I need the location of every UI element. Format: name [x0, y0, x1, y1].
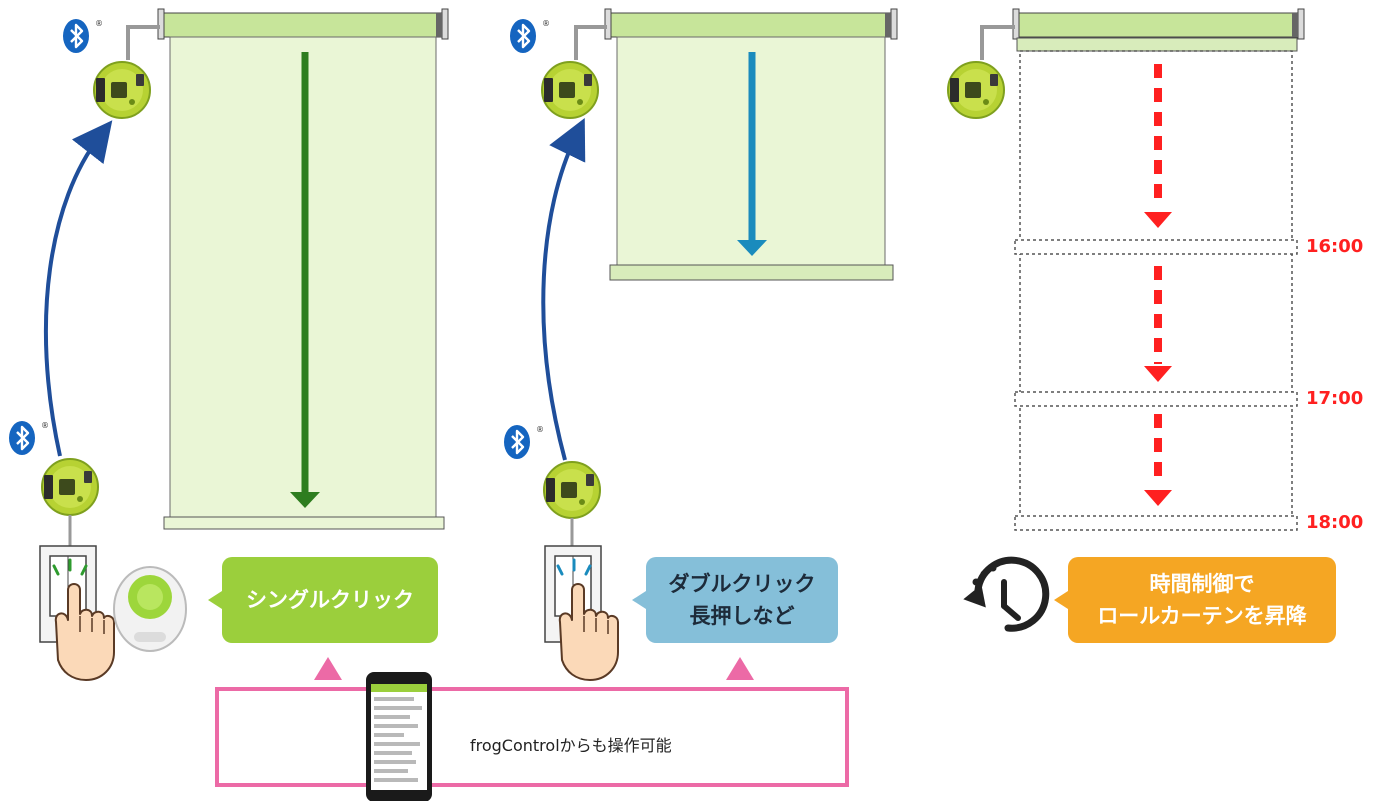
panel-timer	[947, 8, 1305, 632]
curtain-stop-18	[1014, 515, 1298, 531]
time-label-17: 17:00	[1306, 388, 1364, 409]
app-note-frame	[215, 657, 849, 787]
curtain-rail-top	[604, 8, 898, 40]
callout-timer-line1: 時間制御で	[1149, 572, 1255, 596]
click-sparks	[52, 558, 88, 576]
dashed-arrow-1	[1144, 64, 1172, 228]
bluetooth-icon	[502, 423, 546, 461]
bluetooth-icon	[61, 17, 105, 55]
curtain-bottom-bar	[163, 516, 445, 530]
frog-module-icon	[41, 458, 99, 516]
app-note-text: frogControlからも操作可能	[470, 736, 672, 755]
up-pointer-left	[314, 657, 342, 680]
up-pointer-right	[726, 657, 754, 680]
callout-tail	[632, 591, 646, 609]
frog-module-icon	[543, 461, 601, 519]
wireless-arrow	[541, 118, 586, 461]
callout-tail	[208, 591, 222, 609]
curtain-outline-dashed	[1019, 50, 1293, 518]
module-cable	[980, 25, 1015, 60]
remote-button-icon	[113, 566, 187, 652]
curtain-rail-top	[1012, 8, 1305, 52]
callout-single-click: シングルクリック	[208, 557, 438, 643]
callout-tail	[1054, 591, 1068, 609]
panel-double-click	[502, 8, 898, 681]
down-arrowhead	[290, 492, 320, 508]
module-cable	[126, 25, 160, 60]
time-label-18: 18:00	[1306, 512, 1364, 533]
callout-double-click: ダブルクリック 長押しなど	[632, 557, 838, 643]
frog-module-icon	[947, 61, 1005, 119]
curtain-stop-17	[1014, 391, 1298, 407]
bluetooth-icon	[508, 17, 552, 55]
callout-timer-line2: ロールカーテンを昇降	[1097, 604, 1307, 628]
callout-double-click-line2: 長押しなど	[689, 604, 795, 628]
dashed-arrow-2	[1144, 266, 1172, 382]
frog-module-icon	[541, 61, 599, 119]
clock-timer-icon	[963, 556, 1050, 632]
down-arrowhead	[737, 240, 767, 256]
smartphone-icon	[366, 672, 432, 802]
callout-timer: 時間制御で ロールカーテンを昇降	[1054, 557, 1336, 643]
dashed-arrow-3	[1144, 414, 1172, 506]
frog-module-icon	[93, 61, 151, 119]
curtain-rail-top	[157, 8, 449, 40]
callout-single-click-text: シングルクリック	[246, 588, 414, 612]
wireless-arrow	[43, 120, 113, 457]
bluetooth-icon	[7, 419, 51, 457]
click-sparks	[556, 558, 592, 576]
curtain-bottom-bar	[609, 264, 894, 281]
callout-double-click-line1: ダブルクリック	[668, 572, 816, 596]
module-cable	[574, 25, 607, 60]
curtain-stop-16	[1014, 239, 1298, 255]
panel-single-click	[7, 8, 449, 681]
time-label-16: 16:00	[1306, 236, 1364, 257]
